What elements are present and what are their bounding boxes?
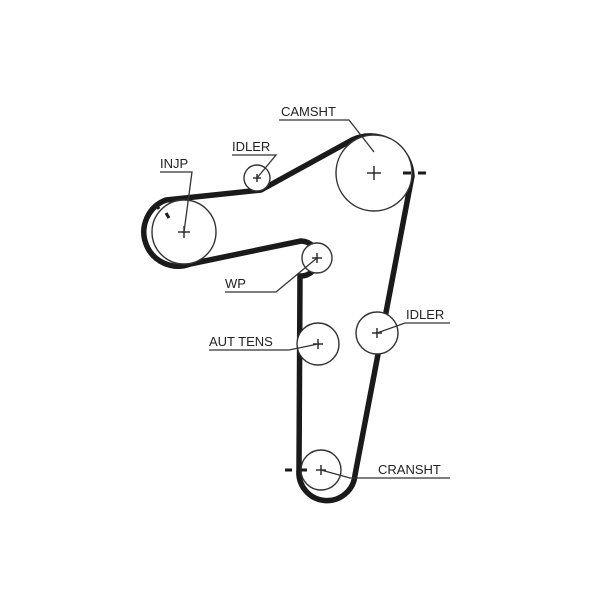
camshaft-pulley xyxy=(335,134,413,212)
crankshaft-leader-line xyxy=(320,469,450,479)
auto-tensioner-leader-line xyxy=(209,343,319,351)
water-pump-label: WP xyxy=(225,276,246,291)
injection-pump-timing-mark xyxy=(153,202,171,219)
auto-tensioner-label: AUT TENS xyxy=(209,334,273,349)
injection-pump-leader-line xyxy=(160,171,193,233)
idler-top-label: IDLER xyxy=(232,139,270,154)
crankshaft-label: CRANSHT xyxy=(378,462,441,477)
idler-top-leader-line xyxy=(232,154,278,179)
water-pump-leader-line xyxy=(225,257,318,293)
idler-right-leader-line xyxy=(376,322,450,334)
camshaft-leader-line xyxy=(279,119,375,153)
injection-pump-label: INJP xyxy=(160,156,188,171)
camshaft-label: CAMSHT xyxy=(281,104,336,119)
idler-right-label: IDLER xyxy=(406,307,444,322)
